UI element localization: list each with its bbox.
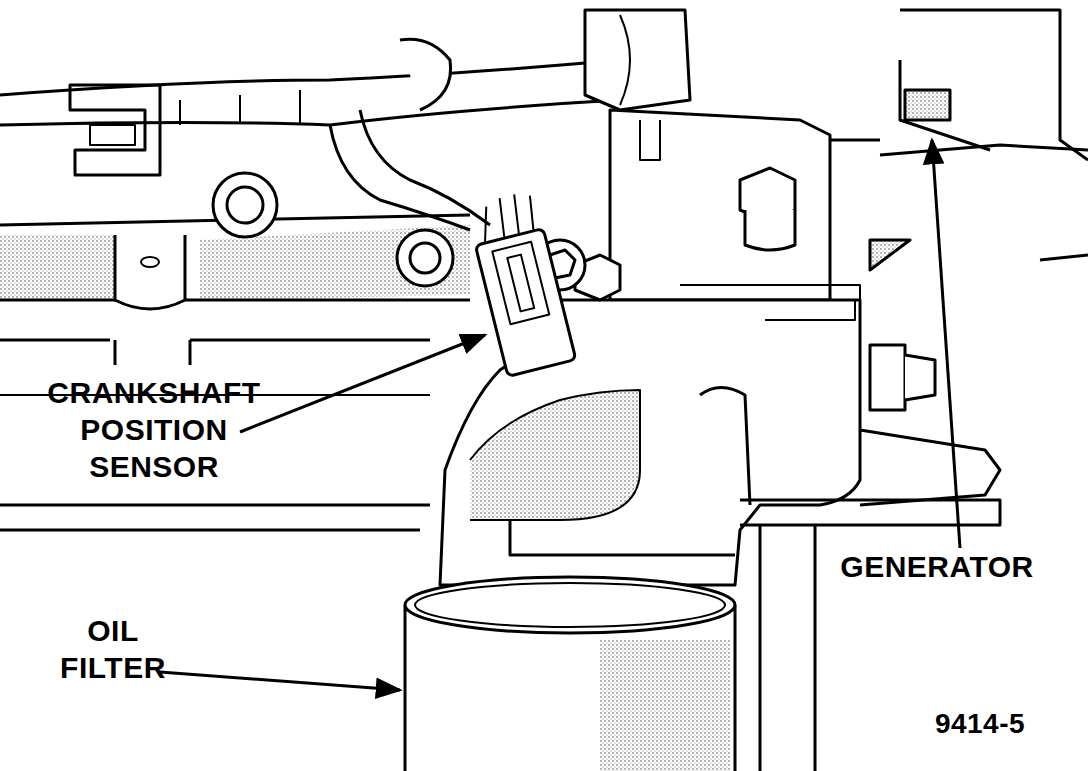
filter-label: OIL FILTER — [57, 612, 169, 686]
figure-number: 9414-5 — [915, 705, 1045, 742]
generator-label: GENERATOR — [822, 548, 1052, 585]
sensor-label: CRANKSHAFT POSITION SENSOR — [28, 374, 280, 485]
